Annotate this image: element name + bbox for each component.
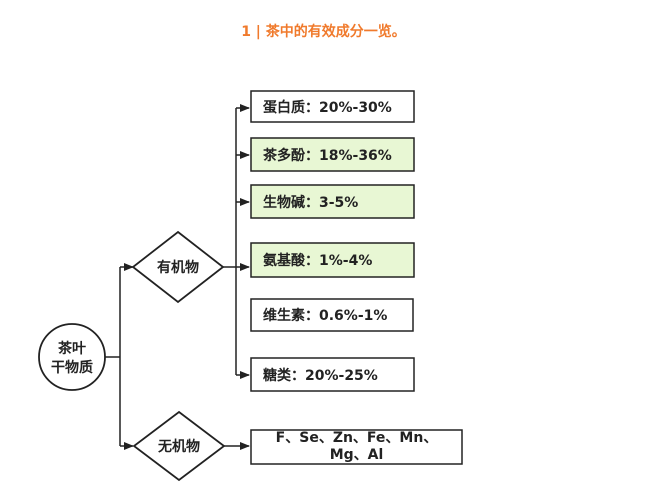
item-box-minerals: [250, 429, 463, 465]
organic-node: [131, 230, 225, 304]
item-box-polyphenol: [250, 137, 415, 172]
organic-connector: [223, 108, 237, 375]
item-aminoacid: 氨基酸：1%-4%: [263, 253, 373, 269]
inorganic-label: 无机物: [157, 438, 200, 455]
root-label-line1: 茶叶: [57, 340, 86, 357]
inorganic-node: [132, 410, 226, 482]
root-connector: [105, 267, 121, 446]
item-minerals: F、Se、Zn、Fe、Mn、 Mg、Al: [251, 430, 462, 464]
item-box-sugar: [250, 357, 415, 392]
item-alkaloid: 生物碱：3-5%: [263, 194, 359, 211]
item-protein: 蛋白质：20%-30%: [263, 99, 392, 116]
item-polyphenol: 茶多酚：18%-36%: [263, 147, 392, 164]
item-minerals-line1: F、Se、Zn、Fe、Mn、: [275, 430, 438, 446]
diagram-title: 1 | 茶中的有效成分一览。: [241, 24, 406, 40]
item-vitamin: 维生素：0.6%-1%: [263, 308, 388, 324]
item-sugar: 糖类：20%-25%: [263, 367, 378, 384]
root-label-line2: 干物质: [51, 359, 93, 376]
item-box-alkaloid: [250, 184, 415, 219]
item-box-aminoacid: [250, 242, 415, 278]
item-box-vitamin: [250, 298, 414, 332]
root-node: [38, 323, 106, 391]
organic-label: 有机物: [157, 259, 199, 276]
item-box-protein: [250, 90, 415, 123]
item-minerals-line2: Mg、Al: [329, 447, 384, 463]
